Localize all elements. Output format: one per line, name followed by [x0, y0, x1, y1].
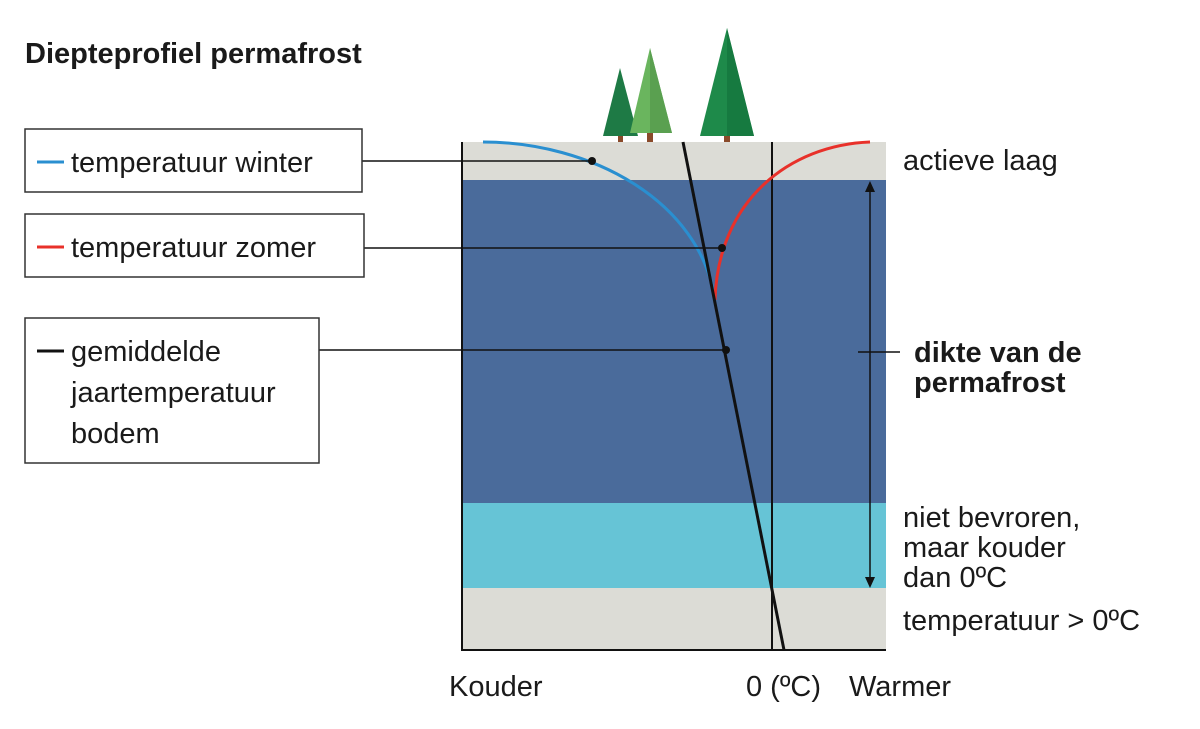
label-active-layer: actieve laag [903, 145, 1058, 177]
axis-warmer: Warmer [849, 671, 951, 703]
axis-zero: 0 (ºC) [746, 671, 821, 703]
permafrost-layer [462, 180, 886, 503]
mean-temperature-line [681, 141, 786, 651]
label-warm: temperatuur > 0ºC [903, 605, 1140, 637]
legend-summer: temperatuur zomer [24, 213, 365, 278]
label-thickness-2: permafrost [914, 367, 1066, 399]
svg-text:gemiddelde: gemiddelde [71, 336, 221, 368]
axis-colder: Kouder [449, 671, 543, 703]
svg-text:bodem: bodem [71, 418, 160, 450]
label-unfrozen-1: niet bevroren, [903, 502, 1080, 534]
legend-mean: gemiddelde jaartemperatuur bodem [24, 317, 320, 464]
svg-text:temperatuur zomer: temperatuur zomer [71, 232, 316, 264]
summer-marker [718, 244, 726, 252]
summer-curve [713, 140, 871, 301]
legend-winter: temperatuur winter [24, 128, 363, 193]
label-unfrozen-3: dan 0ºC [903, 562, 1007, 594]
label-unfrozen-2: maar kouder [903, 532, 1066, 564]
mean-marker [722, 346, 730, 354]
thickness-arrow [858, 181, 900, 588]
trees-icon [603, 28, 754, 142]
warm-layer [462, 588, 886, 650]
winter-marker [588, 157, 596, 165]
unfrozen-cold-layer [462, 503, 886, 588]
svg-text:jaartemperatuur: jaartemperatuur [70, 377, 276, 409]
svg-text:temperatuur winter: temperatuur winter [71, 147, 313, 179]
diagram-title: Diepteprofiel permafrost [25, 38, 362, 70]
winter-curve [482, 140, 717, 301]
label-thickness-1: dikte van de [914, 337, 1082, 369]
